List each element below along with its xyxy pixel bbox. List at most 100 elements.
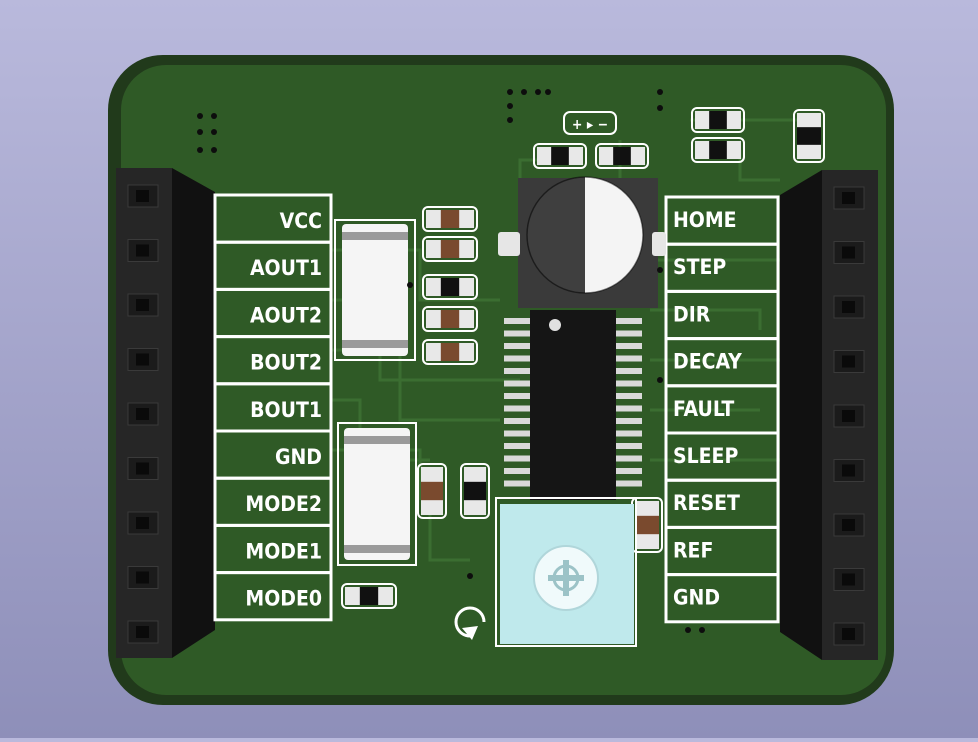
ic-pin	[504, 405, 530, 412]
ic-pin	[616, 418, 642, 424]
ic-pin	[616, 405, 642, 412]
electrolytic-capacitor	[498, 176, 666, 308]
left-pin-label: BOUT2	[213, 335, 333, 386]
right-pin-label-text: HOME	[673, 208, 737, 232]
right-header-pin	[833, 350, 865, 373]
smd-resistor	[793, 109, 825, 163]
right-pin-header	[780, 170, 878, 660]
smd-resistor	[533, 143, 587, 169]
left-header-pin	[127, 184, 159, 208]
smd-resistor	[422, 306, 478, 332]
right-pin-labels: HOME STEP DIR DECAY FAULT SLEEP RESET REF GND	[664, 195, 780, 624]
right-pin-label-text: STEP	[673, 255, 726, 279]
right-pin-label: DIR	[664, 289, 780, 341]
left-pin-label: MODE1	[213, 523, 333, 575]
polarity-mark-text: + ▸ −	[572, 117, 608, 133]
trim-potentiometer	[495, 497, 637, 647]
right-header-pin	[833, 568, 865, 591]
left-pin-label-text: MODE0	[245, 587, 322, 611]
smd-resistor	[422, 339, 478, 365]
left-header-pin	[127, 402, 159, 426]
ic-pin	[616, 330, 642, 337]
right-header-pin	[833, 295, 865, 319]
ic-pin	[504, 468, 530, 474]
right-pin-label-text: SLEEP	[673, 444, 738, 468]
right-header-pin	[833, 513, 865, 537]
left-header-pin	[127, 348, 159, 371]
left-header-pin	[127, 566, 159, 589]
ic-pin	[504, 455, 530, 462]
right-pin-label-text: REF	[673, 538, 713, 562]
smd-capacitor-large-2	[337, 422, 417, 566]
polarity-mark: + ▸ −	[563, 111, 617, 135]
ic-pin	[504, 368, 530, 374]
smd-capacitor-large-1	[334, 219, 416, 361]
right-pin-label-text: FAULT	[673, 397, 734, 421]
left-header-pin	[127, 511, 159, 535]
ic-pin	[504, 343, 530, 349]
ic-pin	[504, 355, 530, 362]
smd-resistor	[417, 463, 447, 519]
left-pin-label-text: BOUT1	[250, 398, 322, 422]
right-header-pin	[833, 241, 865, 264]
ic-pin	[616, 480, 642, 487]
smd-resistor	[460, 463, 490, 519]
driver-ic	[504, 310, 642, 500]
left-pin-label-text: MODE1	[245, 539, 322, 563]
smd-resistor	[341, 583, 397, 609]
right-pin-label-text: GND	[673, 586, 720, 610]
smd-resistor	[691, 137, 745, 163]
right-pin-label-text: DECAY	[673, 350, 742, 374]
left-pin-label-text: AOUT1	[250, 256, 322, 280]
right-header-pin	[833, 622, 865, 646]
ic-pin	[616, 393, 642, 399]
left-pin-label: MODE2	[213, 476, 333, 527]
smd-resistor	[422, 206, 478, 232]
rotation-symbol	[454, 606, 486, 640]
ic-pin	[504, 430, 530, 437]
left-header-pin	[127, 457, 159, 480]
smd-resistor	[595, 143, 649, 169]
ic-pin	[616, 443, 642, 449]
left-pin-label-text: AOUT2	[250, 303, 322, 327]
smd-resistor	[631, 497, 663, 553]
left-pin-label: MODE0	[213, 571, 333, 622]
right-pin-label: FAULT	[664, 384, 780, 435]
left-pin-label-text: BOUT2	[250, 351, 322, 375]
left-pin-label-text: VCC	[280, 209, 322, 233]
left-pin-label-text: MODE2	[245, 492, 322, 516]
ic-pin	[616, 430, 642, 437]
right-pin-label: GND	[664, 573, 780, 624]
ic-pin	[616, 468, 642, 474]
smd-resistor	[422, 274, 478, 300]
right-header-pin	[833, 186, 865, 210]
right-pin-label: RESET	[664, 478, 780, 529]
left-pin-header	[116, 168, 215, 658]
smd-resistor-array	[341, 107, 825, 609]
ic-pin	[504, 318, 530, 324]
ic-pin	[504, 380, 530, 387]
right-header-pin	[833, 459, 865, 482]
ic-pin	[616, 380, 642, 387]
right-header-pin	[833, 404, 865, 428]
ic-pin	[616, 368, 642, 374]
via-dots	[197, 89, 705, 633]
smd-resistor	[691, 107, 745, 133]
ic-pin	[616, 318, 642, 324]
right-pin-label-text: DIR	[673, 302, 711, 326]
ic-pin	[504, 418, 530, 424]
ic-pin	[504, 480, 530, 487]
left-pin-label-text: GND	[275, 445, 322, 469]
ic-pin	[616, 343, 642, 349]
left-header-pin	[127, 239, 159, 262]
left-header-pin	[127, 620, 159, 644]
right-pin-label-text: RESET	[673, 491, 740, 515]
ic-pin	[616, 455, 642, 462]
left-header-pin	[127, 293, 159, 317]
ic-pin	[504, 443, 530, 449]
ic-pin	[616, 355, 642, 362]
ic-pin	[504, 330, 530, 337]
